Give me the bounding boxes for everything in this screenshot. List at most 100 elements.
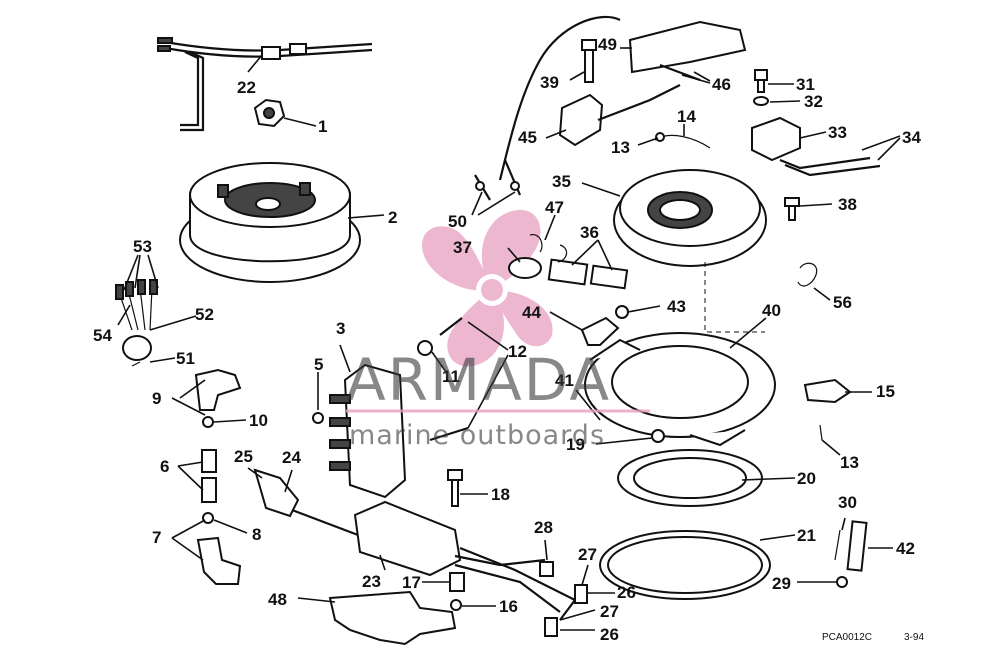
callout-37: 37 [453, 238, 472, 257]
callout-41: 41 [555, 371, 574, 390]
callout-24: 24 [282, 448, 301, 467]
assembly-guide-lines [704, 262, 765, 333]
callout-26-b: 26 [600, 625, 619, 644]
callout-19: 19 [566, 435, 585, 454]
callout-26-a: 26 [617, 583, 636, 602]
part-32-washer [753, 96, 769, 106]
part-38-screw [784, 197, 800, 221]
armada-logo [422, 209, 553, 367]
callout-56: 56 [833, 293, 852, 312]
callout-50: 50 [448, 212, 467, 231]
callout-9: 9 [152, 389, 161, 408]
callout-42: 42 [896, 539, 915, 558]
watermark-tagline: marine outboards [349, 420, 605, 451]
callout-27-a: 27 [578, 545, 597, 564]
callout-11: 11 [442, 367, 460, 386]
part-53-spark-plug-leads [115, 279, 158, 367]
callout-47: 47 [545, 198, 564, 217]
callout-30: 30 [838, 493, 857, 512]
callout-6: 6 [160, 457, 169, 476]
callout-34: 34 [902, 128, 921, 147]
callout-45: 45 [518, 128, 537, 147]
callout-13-lower: 13 [840, 453, 859, 472]
callout-14: 14 [677, 107, 696, 126]
part-45-module [558, 84, 681, 147]
part-40-timer-base [584, 332, 776, 447]
figure-code: PCA0012C [822, 632, 872, 643]
callout-17: 17 [402, 573, 421, 592]
part-55-clip [797, 262, 818, 287]
callout-32: 32 [804, 92, 823, 111]
part-26-27-connectors [544, 584, 588, 637]
callout-7: 7 [152, 528, 161, 547]
callout-33: 33 [828, 123, 847, 142]
callout-13-upper: 13 [611, 138, 630, 157]
callout-25: 25 [234, 447, 253, 466]
callout-23: 23 [362, 572, 381, 591]
part-47-clip [529, 233, 568, 263]
callout-36: 36 [580, 223, 599, 242]
part-15-bracket [803, 378, 852, 404]
part-23-switch-box [253, 468, 577, 621]
callout-52: 52 [195, 305, 214, 324]
callout-2: 2 [388, 208, 397, 227]
part-50-wire-ties [474, 159, 522, 201]
part-48-bracket [328, 590, 457, 646]
callout-5: 5 [314, 355, 323, 374]
callout-28: 28 [534, 518, 553, 537]
callout-35: 35 [552, 172, 571, 191]
part-49-timer-assembly [498, 15, 747, 181]
part-43-screw [615, 305, 629, 319]
callout-46: 46 [712, 75, 731, 94]
part-6-sleeves [196, 449, 242, 585]
callout-3: 3 [336, 319, 345, 338]
callout-44: 44 [522, 303, 541, 322]
callout-29: 29 [772, 574, 791, 593]
callout-labels: 22 1 2 53 54 52 51 3 5 11 12 9 10 6 25 2… [93, 35, 921, 644]
part-18-screw [447, 469, 463, 507]
propeller-icon [422, 209, 553, 367]
callout-12: 12 [508, 342, 527, 361]
callout-48: 48 [268, 590, 287, 609]
part-2-flywheel [179, 162, 361, 283]
part-30-screw [834, 529, 841, 561]
callout-54: 54 [93, 326, 112, 345]
callout-38: 38 [838, 195, 857, 214]
callout-8: 8 [252, 525, 261, 544]
part-35-stator [613, 169, 767, 267]
part-31-screw [754, 69, 768, 93]
part-44-connector [580, 316, 620, 346]
callout-40: 40 [762, 301, 781, 320]
callout-51: 51 [176, 349, 195, 368]
callout-22: 22 [237, 78, 256, 97]
part-36-sleeves [547, 258, 629, 290]
part-14-clip [654, 132, 711, 149]
part-9-boot [194, 368, 242, 428]
figure-date: 3-94 [904, 632, 924, 643]
part-19-screw [651, 429, 665, 443]
callout-21: 21 [797, 526, 816, 545]
callout-1: 1 [318, 117, 327, 136]
part-13-screw-lower [819, 424, 823, 441]
part-28-terminal [539, 561, 554, 577]
watermark-brand: ARMADA [346, 346, 611, 414]
part-42-terminal-block [846, 520, 868, 572]
part-39-screw [581, 39, 597, 83]
callout-43: 43 [667, 297, 686, 316]
part-37-grommet [508, 257, 542, 279]
callout-10: 10 [249, 411, 268, 430]
callout-15: 15 [876, 382, 895, 401]
part-20-retainer [617, 449, 763, 507]
callout-39: 39 [540, 73, 559, 92]
leader-lines [117, 47, 901, 631]
callout-18: 18 [491, 485, 510, 504]
callout-16: 16 [499, 597, 518, 616]
part-22-wire-harness [157, 37, 373, 132]
callout-53: 53 [133, 237, 152, 256]
part-17-sleeve [449, 572, 465, 611]
part-3-ignition-coil [312, 317, 469, 499]
callout-20: 20 [797, 469, 816, 488]
part-29-screw [836, 576, 848, 588]
part-1-nut [253, 98, 286, 128]
